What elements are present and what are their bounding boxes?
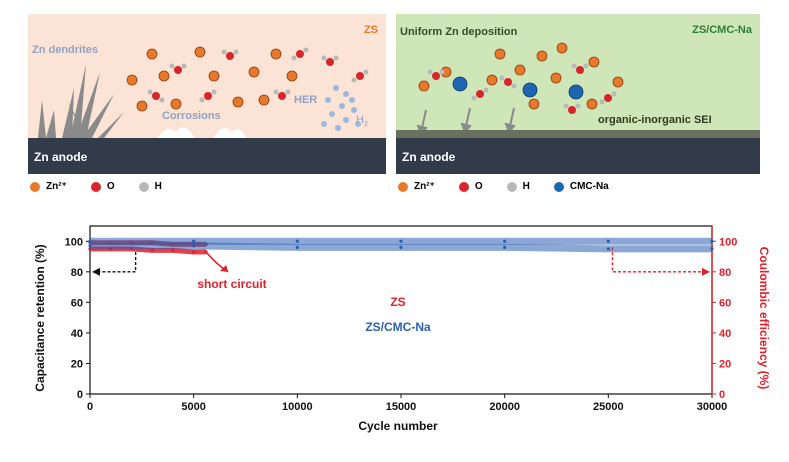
legend-zs: ZS — [390, 295, 405, 309]
h-legend-icon — [138, 181, 149, 192]
y-left-tick-label: 80 — [71, 267, 83, 279]
left-axis-pointer-head — [92, 267, 100, 276]
zn-ions — [126, 46, 298, 112]
point-zs-cmc-na — [710, 247, 714, 251]
corrosions-label: Corrosions — [162, 110, 221, 122]
water-molecules-cmc — [427, 63, 617, 114]
point-zs-cmc-na — [606, 239, 610, 243]
h-legend-icon — [506, 181, 517, 192]
y-right-tick-label: 0 — [719, 389, 725, 401]
y-right-tick-label: 40 — [719, 328, 731, 340]
h2-label: H2 — [356, 114, 368, 128]
x-tick-label: 0 — [87, 401, 93, 413]
zn-anode-cmc: Zn anode — [396, 138, 760, 174]
point-zs-cmc-na — [503, 239, 507, 243]
point-zs-cmc-na — [606, 247, 610, 251]
legend-zs-cmc: ZS/CMC-Na — [365, 320, 431, 334]
point-zs-cmc-na — [88, 244, 92, 248]
y-left-tick-label: 40 — [71, 328, 83, 340]
cmc-panel-title: Uniform Zn deposition — [400, 26, 518, 38]
x-tick-label: 5000 — [181, 401, 205, 413]
point-zs-cmc-na — [295, 239, 299, 243]
sei-label: organic-inorganic SEI — [598, 114, 712, 126]
zn-legend-icon — [398, 181, 408, 192]
point-zs-cmc-na — [192, 244, 196, 248]
y-left-tick-label: 0 — [77, 389, 83, 401]
y-left-tick-label: 60 — [71, 297, 83, 309]
y-left-tick-label: 20 — [71, 358, 83, 370]
legend-cmc: CMC-Na — [569, 181, 609, 192]
right-axis-pointer-head — [702, 267, 710, 276]
o-legend-icon — [90, 181, 101, 192]
point-zs — [150, 248, 154, 253]
legend-zn: Zn²⁺ — [46, 181, 67, 192]
zn-ions-cmc — [418, 42, 624, 110]
x-tick-label: 30000 — [697, 401, 728, 413]
zs-tag: ZS — [363, 24, 378, 36]
o-legend-icon — [458, 181, 469, 192]
point-zs-cmc-na — [295, 245, 299, 249]
point-zs-cmc-na — [192, 239, 196, 243]
right-axis-pointer — [611, 247, 704, 273]
dendrites-graphic — [38, 64, 124, 138]
water-molecules — [147, 47, 369, 103]
point-zs-cmc-na — [399, 245, 403, 249]
h2-subscript: 2 — [363, 121, 368, 129]
x-tick-label: 25000 — [593, 401, 624, 413]
legend-zn: Zn²⁺ — [414, 181, 435, 192]
zs-illustration — [38, 46, 369, 138]
cmc-panel: Uniform Zn deposition ZS/CMC-Na organic-… — [396, 14, 760, 174]
y-right-tick-label: 80 — [719, 267, 731, 279]
sei-layer — [396, 130, 760, 138]
y-axis-label-left: Capacitance retention (%) — [33, 244, 47, 391]
x-axis-label: Cycle number — [358, 419, 438, 433]
cmc-legend-icon — [553, 181, 564, 192]
y-left-tick-label: 100 — [65, 236, 83, 248]
point-zs-cmc-na — [710, 239, 714, 243]
x-tick-label: 15000 — [386, 401, 417, 413]
y-axis-label-right: Coulombic efficiency (%) — [757, 247, 771, 390]
y-right-tick-label: 100 — [719, 236, 737, 248]
y-right-tick-label: 20 — [719, 358, 731, 370]
her-label: HER — [294, 94, 318, 106]
point-zs-cmc-na — [88, 239, 92, 243]
y-right-tick-label: 60 — [719, 297, 731, 309]
point-zs-cmc-na — [399, 239, 403, 243]
point-zs-cmc-na — [503, 245, 507, 249]
legend-h: H — [522, 181, 530, 192]
legend-left: Zn²⁺ O H — [30, 181, 180, 192]
point-zs — [171, 248, 175, 253]
h2-bubbles — [321, 85, 361, 131]
series-zs — [90, 246, 207, 255]
dendrites-label: Zn dendrites — [32, 44, 99, 56]
point-zs — [192, 250, 196, 254]
zn-legend-icon — [30, 181, 40, 192]
legend-right: Zn²⁺ O H CMC-Na — [398, 181, 627, 192]
left-axis-pointer — [98, 251, 137, 273]
cmc-tag: ZS/CMC-Na — [692, 24, 752, 36]
h2-text: H — [356, 114, 364, 126]
anode-label-cmc: Zn anode — [402, 150, 456, 164]
short-circuit-arrowhead — [220, 264, 229, 272]
zn-anode-zs: Zn anode — [28, 138, 386, 174]
short-circuit-label: short circuit — [197, 277, 266, 291]
legend-o: O — [106, 181, 115, 192]
anode-label-zs: Zn anode — [34, 150, 88, 164]
cmc-na-molecules — [452, 76, 584, 100]
cmc-illustration — [416, 42, 624, 136]
legend-h: H — [154, 181, 162, 192]
legend-o: O — [474, 181, 483, 192]
corrosion-pits — [158, 127, 246, 138]
zs-panel: ZS Zn dendrites Corrosions HER H2 Zn ano… — [28, 14, 386, 174]
x-tick-label: 10000 — [282, 401, 313, 413]
x-tick-label: 20000 — [489, 401, 520, 413]
